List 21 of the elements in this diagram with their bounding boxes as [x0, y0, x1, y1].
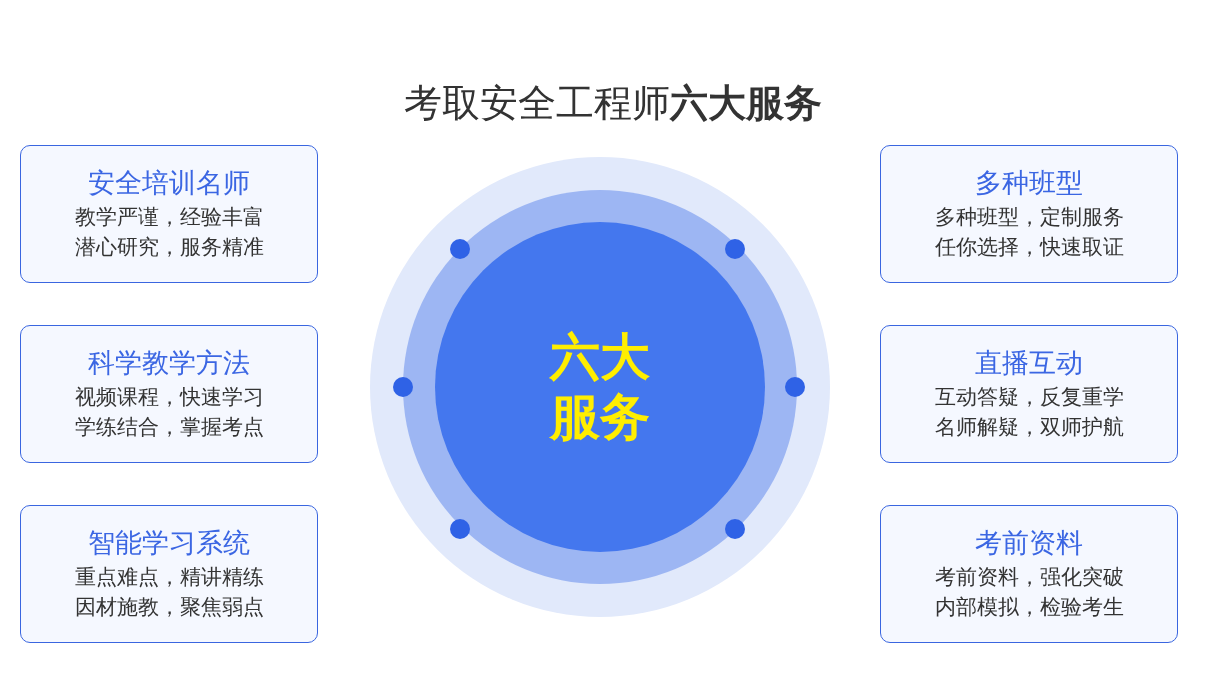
service-card — [20, 145, 318, 283]
card-description: 考前资料，强化突破内部模拟，检验考生 — [933, 564, 1125, 621]
card-heading: 考前资料 — [974, 526, 1084, 560]
card-description: 互动答疑，反复重学名师解疑，双师护航 — [933, 384, 1125, 441]
card-heading: 直播互动 — [974, 346, 1084, 380]
service-card — [880, 145, 1178, 283]
center-title: 六大服务 — [550, 327, 650, 447]
card-description: 视频课程，快速学习学练结合，掌握考点 — [73, 384, 265, 441]
center-circle — [435, 222, 765, 552]
card-description: 多种班型，定制服务任你选择，快速取证 — [933, 204, 1125, 261]
title: 考取安全工程师六大服务 — [403, 80, 823, 127]
service-card — [20, 505, 318, 643]
card-heading: 多种班型 — [974, 166, 1084, 200]
card-description: 教学严谨，经验丰富潜心研究，服务精准 — [73, 204, 265, 261]
card-heading: 智能学习系统 — [87, 526, 251, 560]
service-card — [880, 325, 1178, 463]
service-card — [880, 505, 1178, 643]
card-description: 重点难点，精讲精练因材施教，聚焦弱点 — [73, 564, 265, 621]
service-card — [20, 325, 318, 463]
card-heading: 安全培训名师 — [87, 166, 251, 200]
card-heading: 科学教学方法 — [87, 346, 251, 380]
